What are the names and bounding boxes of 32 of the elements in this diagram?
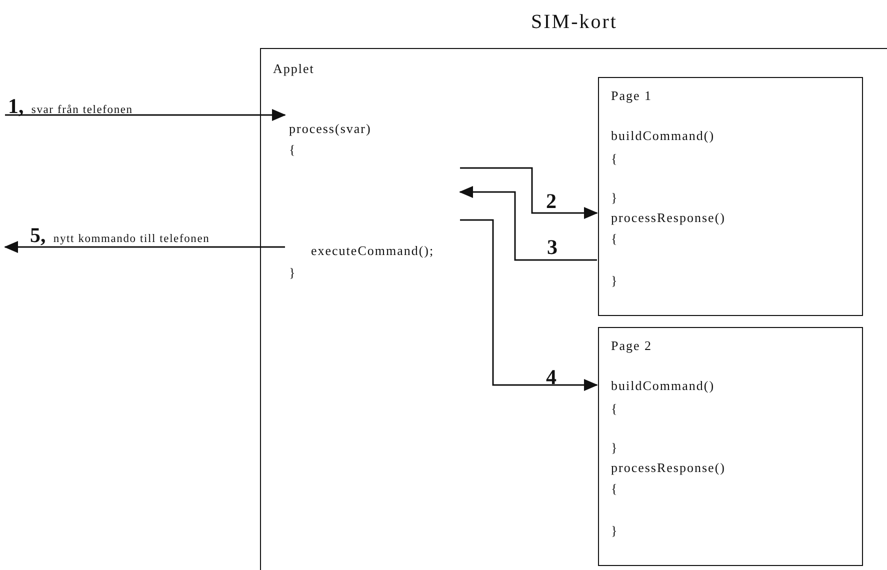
arrow — [5, 109, 286, 121]
code-line: { — [289, 142, 296, 158]
code-line: { — [611, 231, 618, 247]
code-line: } — [289, 265, 296, 281]
arrow — [460, 167, 598, 219]
code-line: process(svar) — [289, 121, 372, 137]
code-line: { — [611, 401, 618, 417]
box-title: Applet — [273, 61, 314, 77]
arrow — [4, 241, 285, 253]
step-number: 3 — [547, 236, 558, 258]
step-number: 2 — [546, 190, 556, 212]
code-line: { — [611, 151, 618, 167]
code-line: buildCommand() — [611, 128, 715, 144]
edge-label: 1, svar från telefonen — [8, 96, 133, 120]
arrow — [460, 219, 598, 391]
arrow — [459, 186, 597, 261]
code-line: processResponse() — [611, 210, 726, 226]
code-line: } — [611, 523, 618, 539]
class-box — [598, 77, 863, 316]
class-box — [598, 327, 863, 566]
code-line: } — [611, 190, 618, 206]
step-number: 4 — [546, 366, 556, 388]
box-title: Page 2 — [611, 338, 652, 354]
code-line: } — [611, 440, 618, 456]
code-line: buildCommand() — [611, 378, 715, 394]
code-line: { — [611, 481, 618, 497]
edge-label: 5, nytt kommando till telefonen — [30, 225, 210, 249]
box-title: SIM-kort — [531, 11, 618, 34]
code-line: executeCommand(); — [311, 243, 434, 259]
code-line: processResponse() — [611, 460, 726, 476]
code-line: } — [611, 273, 618, 289]
box-title: Page 1 — [611, 88, 652, 104]
